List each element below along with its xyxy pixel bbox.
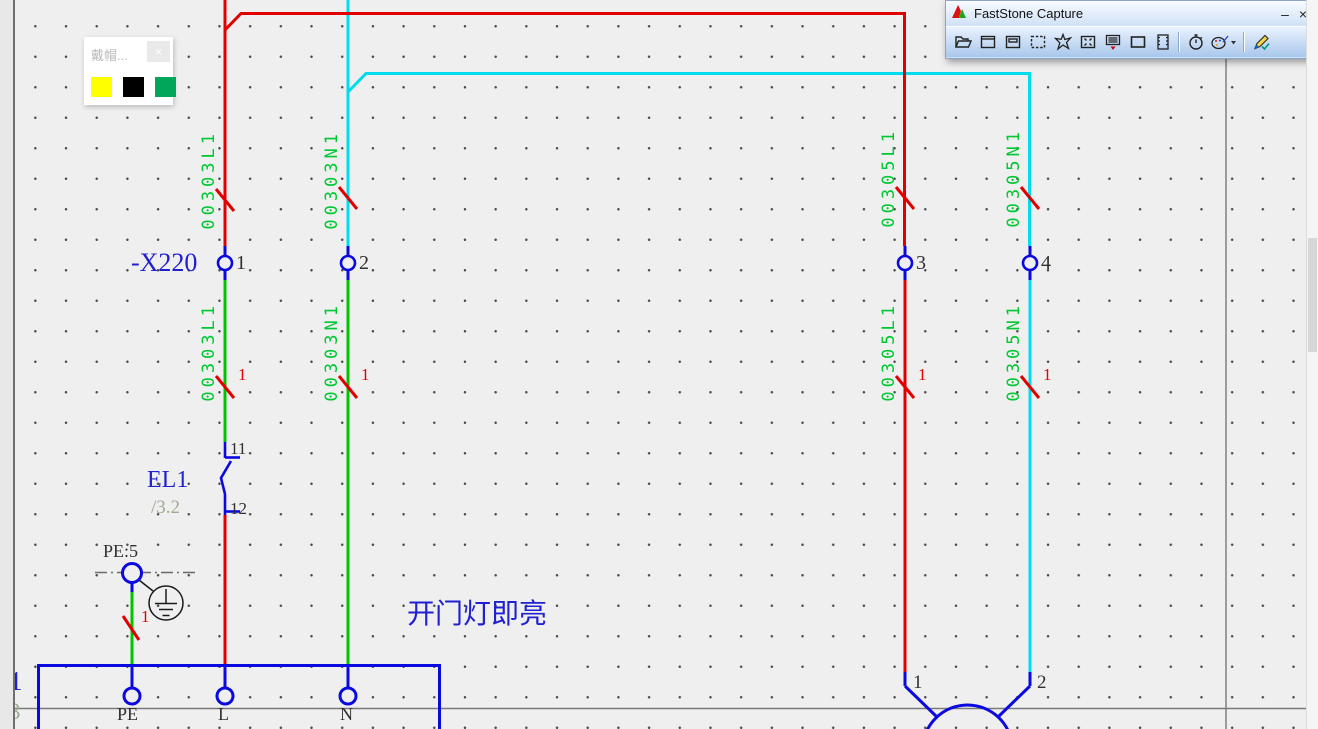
block-label-l: L <box>218 704 229 724</box>
black-swatch[interactable] <box>123 77 144 97</box>
wire-label: 00305L1 <box>879 128 899 228</box>
terminal-4 <box>1021 254 1039 272</box>
color-swatches <box>91 77 176 97</box>
pe-terminal-circle <box>121 562 143 584</box>
block-label-n: N <box>340 704 353 724</box>
capture-fixed-region-icon[interactable] <box>1125 30 1150 54</box>
wire-label: 00303N1 <box>322 302 342 402</box>
terminal-number: 1 <box>236 252 246 274</box>
mini-window-title: 戴帽... <box>91 48 128 63</box>
draw-annotate-icon[interactable] <box>1208 30 1240 54</box>
drawing-frame-lines <box>13 0 1318 729</box>
annotation-note: 开门灯即亮 <box>407 597 548 630</box>
scrollbar-thumb[interactable] <box>1308 238 1317 352</box>
mini-color-window[interactable]: 戴帽... × <box>84 37 176 105</box>
terminal-number: 4 <box>1041 252 1051 274</box>
wire-label: 00305L1 <box>879 302 899 402</box>
lamp-pin: 2 <box>1037 672 1047 693</box>
terminal-number: 2 <box>359 252 369 274</box>
bottom-terminal-block <box>37 664 441 729</box>
faststone-toolbar <box>946 26 1318 57</box>
terminal-strip-name: -X220 <box>131 248 198 277</box>
delay-timer-icon[interactable] <box>1183 30 1208 54</box>
earth-ground-symbol <box>138 579 184 621</box>
open-file-icon[interactable] <box>950 30 975 54</box>
toolbar-separator <box>1243 32 1245 52</box>
close-button[interactable]: × <box>1298 5 1308 22</box>
screen-recorder-icon[interactable] <box>1150 30 1175 54</box>
capture-rectangle-icon[interactable] <box>1025 30 1050 54</box>
el1-pin-12: 12 <box>230 499 247 518</box>
minimize-button[interactable]: – <box>1281 5 1289 22</box>
capture-window-icon[interactable] <box>975 30 1000 54</box>
crossref-mark: 1 <box>361 365 370 384</box>
mini-window-close-button[interactable]: × <box>147 41 170 62</box>
cyan-wires <box>346 0 1032 672</box>
terminal-3 <box>896 254 914 272</box>
lamp-pin: 1 <box>913 672 923 693</box>
capture-object-icon[interactable] <box>1000 30 1025 54</box>
block-label-pe: PE <box>117 704 139 724</box>
terminal-1 <box>216 254 234 272</box>
wire-label: 00305N1 <box>1004 302 1024 402</box>
wire-label: 00303L1 <box>199 130 219 230</box>
wire-label: 00303L1 <box>199 302 219 402</box>
vertical-scrollbar[interactable] <box>1306 0 1318 729</box>
terminal-number: 3 <box>916 252 926 274</box>
lamp-symbol <box>903 672 1032 729</box>
faststone-capture-window[interactable]: FastStone Capture – × <box>945 0 1318 59</box>
capture-freehand-icon[interactable] <box>1050 30 1075 54</box>
device-crossref: /3.2 <box>151 497 181 518</box>
crossref-mark: 1 <box>1043 365 1052 384</box>
blue-symbols <box>37 246 1039 729</box>
green-swatch[interactable] <box>155 77 176 97</box>
faststone-logo-icon <box>952 4 968 24</box>
wire-label: 00303N1 <box>322 130 342 230</box>
drawing-frame-left-border <box>0 0 15 729</box>
crossref-mark: 1 <box>141 607 150 626</box>
toolbar-separator <box>1178 32 1180 52</box>
wire-label: 00305N1 <box>1004 128 1024 228</box>
red-wires <box>223 0 907 672</box>
faststone-title-bar[interactable]: FastStone Capture – × <box>946 1 1318 26</box>
terminal-2 <box>339 254 357 272</box>
el1-pin-11: 11 <box>230 439 247 458</box>
device-name: EL1 <box>147 467 189 493</box>
pe-terminal-label: PE:5 <box>103 541 139 561</box>
screen-picker-icon[interactable] <box>1248 30 1273 54</box>
el1-contact-symbol <box>219 442 240 515</box>
crossref-mark: 1 <box>918 365 927 384</box>
capture-scrolling-icon[interactable] <box>1100 30 1125 54</box>
crossref-mark: 1 <box>238 365 247 384</box>
faststone-window-title: FastStone Capture <box>974 6 1084 21</box>
capture-fullscreen-icon[interactable] <box>1075 30 1100 54</box>
connection-slash-marks <box>121 186 1041 641</box>
yellow-swatch[interactable] <box>91 77 112 97</box>
